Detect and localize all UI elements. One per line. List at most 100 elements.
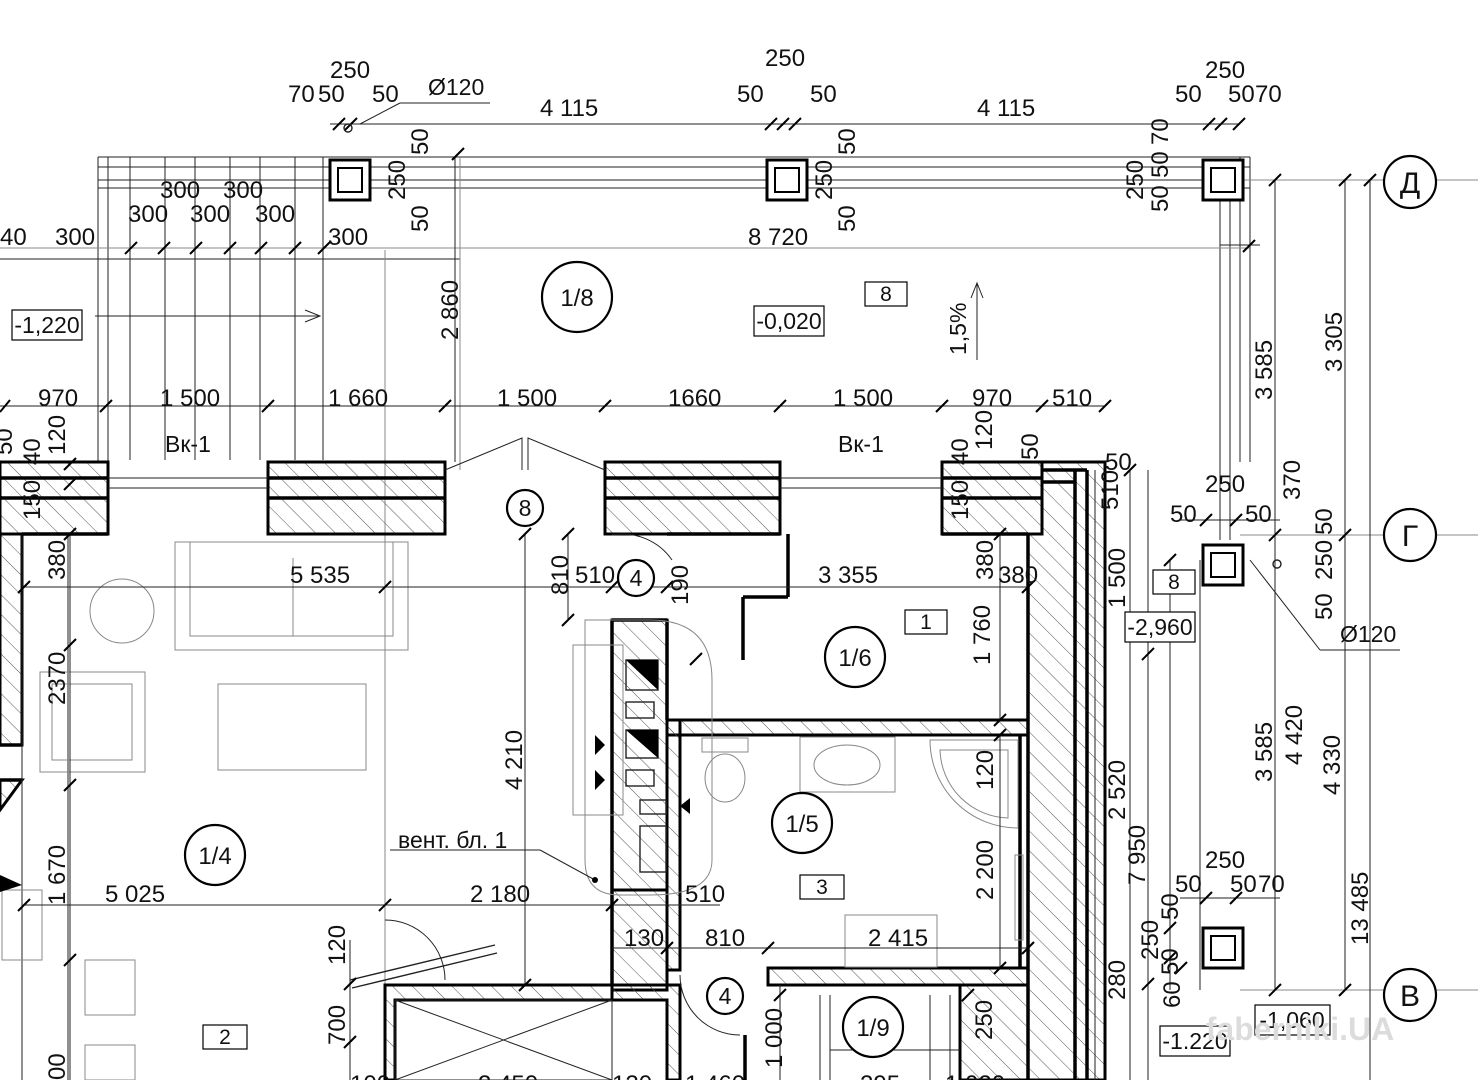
svg-text:50: 50 — [1147, 185, 1174, 212]
pipe-mark-right — [1272, 559, 1282, 569]
svg-text:4 420: 4 420 — [1281, 705, 1308, 765]
svg-text:120: 120 — [324, 925, 351, 965]
walls — [0, 460, 1107, 1080]
svg-text:5 025: 5 025 — [105, 881, 165, 908]
slope-label: 1,5% — [945, 303, 971, 355]
svg-text:295: 295 — [860, 1071, 900, 1080]
svg-text:300: 300 — [160, 177, 200, 204]
svg-text:1: 1 — [920, 611, 932, 634]
svg-text:250: 250 — [971, 1000, 998, 1040]
svg-text:50: 50 — [1017, 433, 1044, 460]
svg-text:50: 50 — [1230, 871, 1257, 898]
svg-text:50: 50 — [318, 81, 345, 108]
door-4-a: 4 — [630, 565, 643, 591]
svg-text:2 860: 2 860 — [437, 280, 464, 340]
level-minus-1060: -1,060 — [1259, 1007, 1324, 1033]
level-minus-1220-b: -1.220 — [1162, 1028, 1227, 1054]
svg-text:810: 810 — [547, 555, 574, 595]
svg-text:50: 50 — [1175, 81, 1202, 108]
svg-text:700: 700 — [324, 1005, 351, 1045]
svg-text:70: 70 — [1147, 118, 1174, 145]
svg-text:2 200: 2 200 — [972, 840, 999, 900]
svg-text:40: 40 — [0, 224, 27, 251]
svg-text:50: 50 — [1147, 151, 1174, 178]
svg-text:8: 8 — [880, 283, 892, 306]
svg-text:70: 70 — [1258, 871, 1285, 898]
svg-text:2 415: 2 415 — [868, 925, 928, 952]
svg-text:250: 250 — [1205, 471, 1245, 498]
door-8: 8 — [519, 495, 532, 521]
svg-text:120: 120 — [971, 410, 998, 450]
svg-text:380: 380 — [972, 540, 999, 580]
svg-text:510: 510 — [575, 562, 615, 589]
terrace-lines — [0, 123, 1478, 1060]
svg-text:4 115: 4 115 — [977, 95, 1035, 122]
svg-text:60: 60 — [1159, 981, 1186, 1008]
axis-markers: Д Г В — [1382, 154, 1438, 1023]
svg-text:1 500: 1 500 — [160, 385, 220, 412]
dimension-ticks — [0, 117, 1377, 1049]
svg-text:3: 3 — [816, 876, 828, 899]
svg-text:510: 510 — [685, 881, 725, 908]
svg-text:2 450: 2 450 — [478, 1071, 538, 1080]
axis-label-g: Г — [1402, 520, 1418, 553]
svg-text:1 500: 1 500 — [833, 385, 893, 412]
svg-text:300: 300 — [328, 224, 368, 251]
room-markers: 1/8 1/6 1/5 1/4 1/9 8 4 4 — [183, 260, 905, 1059]
level-minus-1220: -1,220 — [14, 312, 79, 338]
svg-text:130: 130 — [624, 925, 664, 952]
svg-text:50: 50 — [1175, 871, 1202, 898]
svg-text:250: 250 — [1311, 540, 1338, 580]
svg-text:300: 300 — [255, 201, 295, 228]
svg-text:970: 970 — [38, 385, 78, 412]
diameter-right: Ø120 — [1340, 621, 1396, 647]
furniture — [0, 437, 1024, 1080]
svg-text:1 000: 1 000 — [761, 1008, 788, 1068]
svg-text:250: 250 — [1137, 920, 1164, 960]
svg-text:50: 50 — [834, 205, 861, 232]
svg-text:1 460: 1 460 — [685, 1071, 745, 1080]
door-4-b: 4 — [719, 983, 732, 1009]
svg-text:1 760: 1 760 — [969, 605, 996, 665]
svg-text:40: 40 — [947, 438, 974, 465]
svg-text:4 210: 4 210 — [501, 730, 528, 790]
svg-text:2: 2 — [219, 1026, 231, 1049]
vent-label: вент. бл. 1 — [398, 827, 507, 853]
svg-text:50: 50 — [1170, 501, 1197, 528]
dimension-lines — [0, 102, 1400, 1080]
svg-text:7 950: 7 950 — [1124, 825, 1151, 885]
svg-text:190: 190 — [667, 565, 694, 605]
svg-text:4 115: 4 115 — [540, 95, 598, 122]
svg-text:4 330: 4 330 — [1319, 735, 1346, 795]
svg-text:13 485: 13 485 — [1347, 872, 1374, 945]
svg-text:3 585: 3 585 — [1251, 722, 1278, 782]
axis-label-v: В — [1400, 980, 1420, 1013]
svg-text:250: 250 — [1205, 57, 1245, 84]
svg-text:510: 510 — [1097, 470, 1124, 510]
window-label-right: Вк-1 — [838, 431, 884, 457]
svg-text:00: 00 — [44, 1053, 71, 1080]
svg-text:5 535: 5 535 — [290, 562, 350, 589]
svg-text:50: 50 — [1105, 449, 1132, 476]
labels: 1,5% Вк-1 Вк-1 вент. бл. 1 Ø120 Ø120 fab… — [165, 74, 1396, 1047]
svg-text:1 500: 1 500 — [1104, 548, 1131, 608]
svg-text:2 180: 2 180 — [470, 881, 530, 908]
svg-text:50: 50 — [737, 81, 764, 108]
svg-text:380: 380 — [44, 540, 71, 580]
svg-text:120: 120 — [972, 750, 999, 790]
svg-text:370: 370 — [1279, 460, 1306, 500]
svg-text:50: 50 — [1245, 501, 1272, 528]
svg-text:1 660: 1 660 — [328, 385, 388, 412]
svg-text:250: 250 — [811, 160, 838, 200]
svg-text:8: 8 — [1168, 571, 1180, 594]
window-label-left: Вк-1 — [165, 431, 211, 457]
svg-text:3 585: 3 585 — [1251, 340, 1278, 400]
svg-text:3 355: 3 355 — [818, 562, 878, 589]
svg-text:120: 120 — [44, 415, 71, 455]
svg-text:50: 50 — [1311, 593, 1338, 620]
room-1-8: 1/8 — [560, 285, 593, 312]
svg-text:50: 50 — [1311, 508, 1338, 535]
svg-text:380: 380 — [998, 562, 1038, 589]
svg-text:250: 250 — [384, 160, 411, 200]
